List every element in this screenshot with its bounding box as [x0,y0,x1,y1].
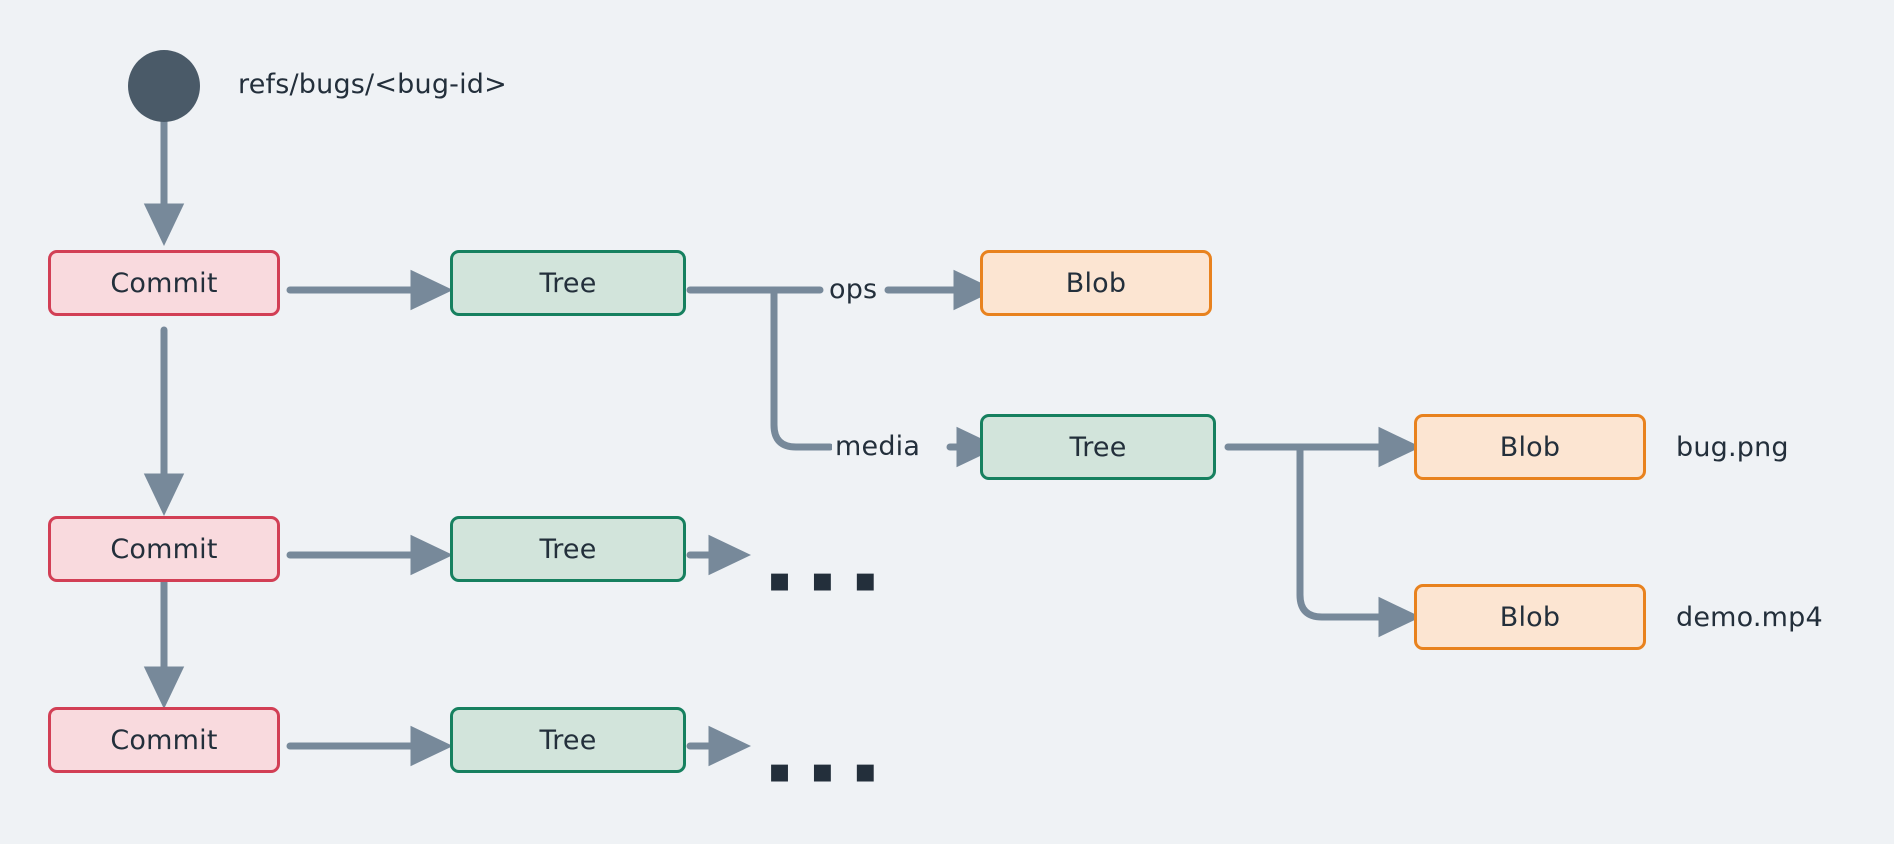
commit-node-label: Commit [110,724,218,756]
commit-node-3[interactable]: Commit [48,707,280,773]
tree-node-1[interactable]: Tree [450,250,686,316]
tree-node-media[interactable]: Tree [980,414,1216,480]
edge-label-ops: ops [826,274,881,305]
blob-node-label: Blob [1065,267,1127,299]
blob-filename-demo-mp4: demo.mp4 [1676,602,1823,633]
ref-pointer-dot [128,50,200,122]
edge-label-media: media [832,431,924,462]
blob-filename-bug-png: bug.png [1676,432,1789,463]
commit-node-1[interactable]: Commit [48,250,280,316]
blob-node-bug-png[interactable]: Blob [1414,414,1646,480]
blob-node-label: Blob [1499,601,1561,633]
blob-node-demo-mp4[interactable]: Blob [1414,584,1646,650]
blob-node-ops[interactable]: Blob [980,250,1212,316]
tree-node-2[interactable]: Tree [450,516,686,582]
tree-children-ellipsis-row2: ▪ ▪ ▪ [768,560,881,600]
blob-node-label: Blob [1499,431,1561,463]
ref-label: refs/bugs/<bug-id> [238,69,507,100]
commit-node-label: Commit [110,267,218,299]
tree-children-ellipsis-row3: ▪ ▪ ▪ [768,751,881,791]
tree-node-label: Tree [539,267,597,299]
tree-node-label: Tree [1069,431,1127,463]
commit-node-label: Commit [110,533,218,565]
commit-node-2[interactable]: Commit [48,516,280,582]
tree-node-label: Tree [539,533,597,565]
tree-node-label: Tree [539,724,597,756]
tree-node-3[interactable]: Tree [450,707,686,773]
